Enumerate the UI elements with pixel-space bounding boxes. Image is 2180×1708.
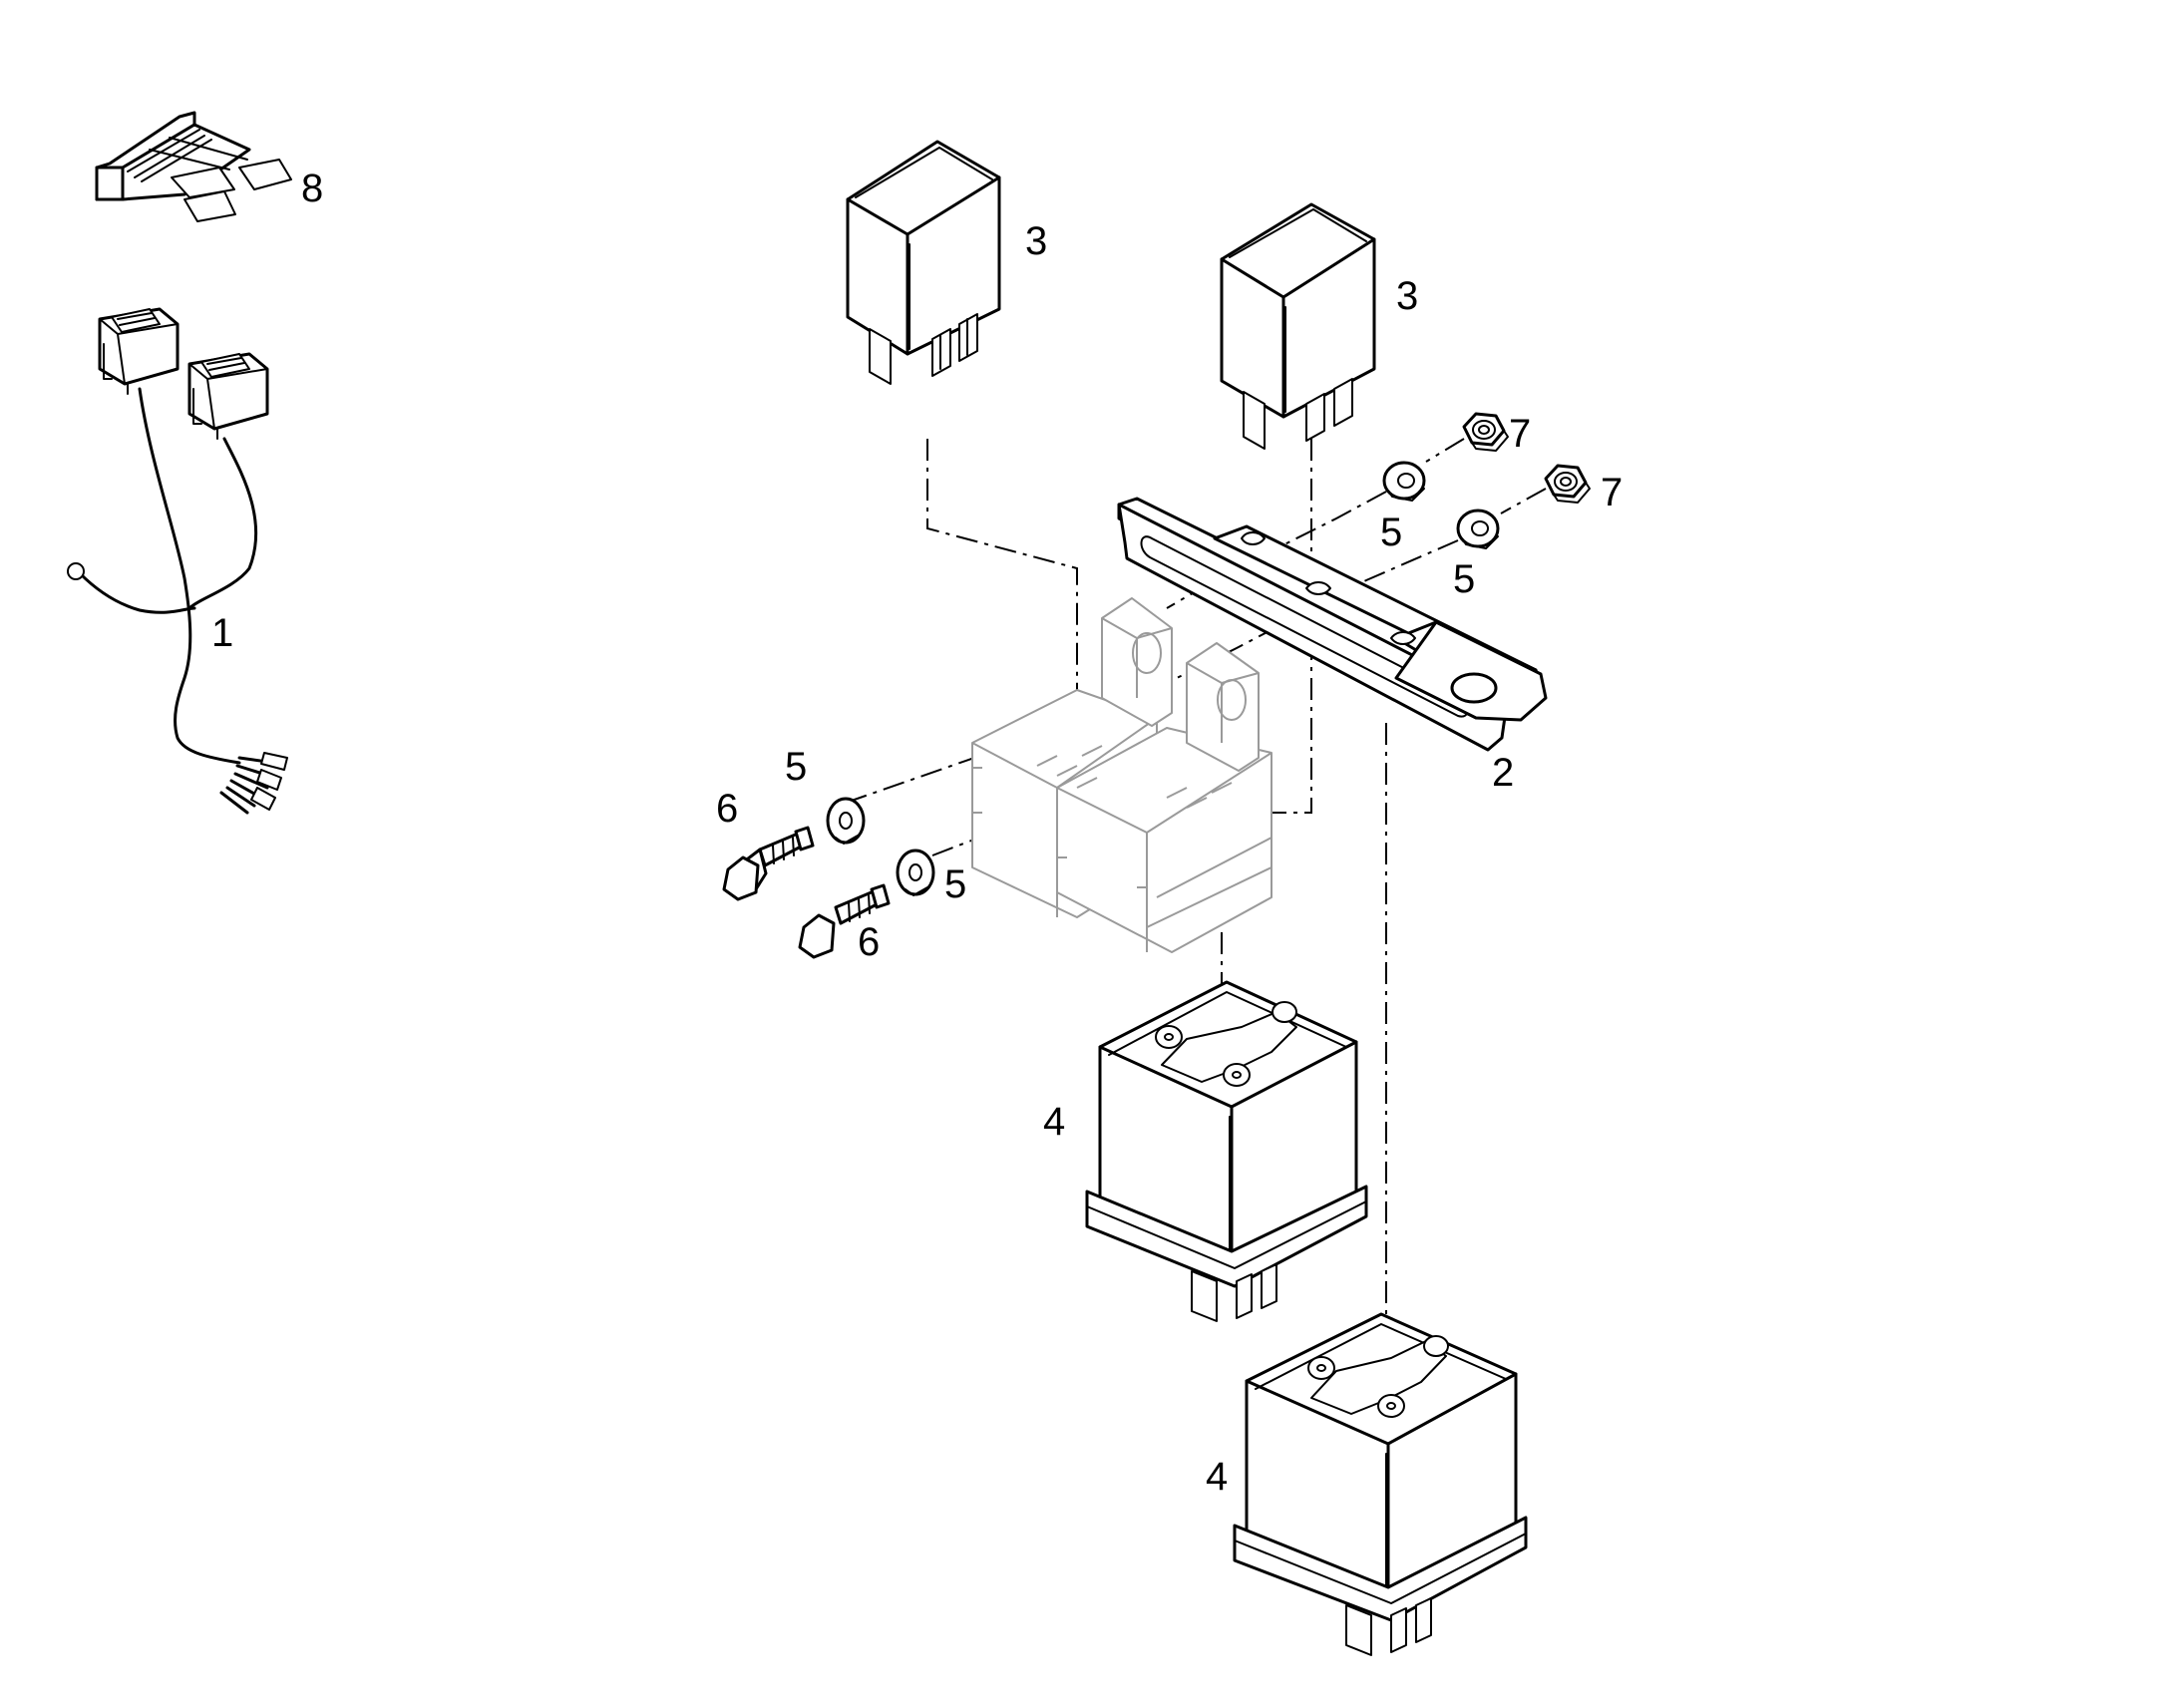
nut-b — [1544, 464, 1591, 504]
callout-large-relay-b: 4 — [1206, 1455, 1228, 1499]
callout-washer-left-b: 5 — [944, 862, 966, 906]
large-relay-a — [1085, 980, 1368, 1322]
small-relay-a — [846, 140, 1001, 385]
callout-bolt-b: 6 — [858, 920, 880, 964]
callout-large-relay-a: 4 — [1043, 1100, 1065, 1144]
callout-washer-left-a: 5 — [785, 745, 807, 789]
bolt-a — [722, 826, 815, 901]
callout-bracket: 2 — [1492, 751, 1514, 795]
fuse-part — [95, 111, 292, 222]
washer-top-a — [1382, 461, 1426, 502]
callout-bolt-a: 6 — [716, 787, 738, 831]
bolt-b — [798, 883, 891, 959]
callout-small-relay-b: 3 — [1396, 274, 1418, 318]
callout-small-relay-a: 3 — [1025, 219, 1047, 263]
washer-left-b — [896, 849, 935, 896]
callout-fuse: 8 — [301, 167, 323, 210]
callout-wire-harness: 1 — [211, 611, 233, 655]
callout-nut-a: 7 — [1509, 412, 1531, 456]
wire-harness-part — [67, 307, 288, 815]
callout-washer-top-b: 5 — [1453, 557, 1475, 601]
large-relay-b — [1233, 1312, 1528, 1656]
relay-holder-ghost — [971, 597, 1272, 953]
callout-washer-top-a: 5 — [1380, 511, 1402, 554]
washer-left-a — [826, 797, 866, 845]
mounting-bracket-part — [1117, 497, 1548, 752]
washer-top-b — [1456, 509, 1500, 549]
nut-a — [1462, 412, 1509, 452]
callout-nut-b: 7 — [1601, 471, 1623, 514]
small-relay-b — [1220, 202, 1376, 450]
